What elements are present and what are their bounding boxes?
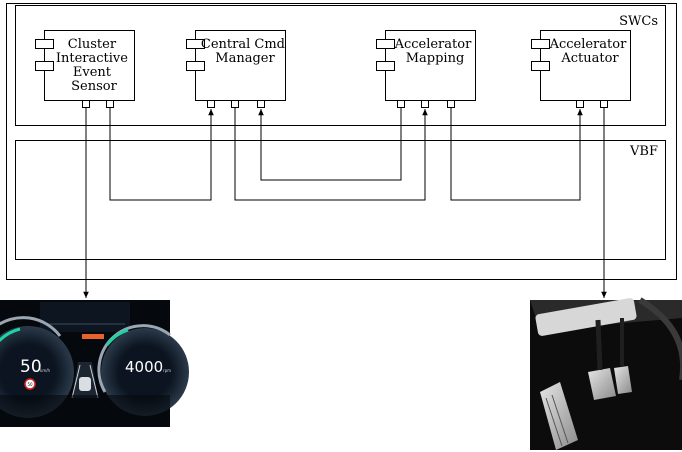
footwell-trim: [535, 298, 637, 336]
svg-text:Accelerator Mapping: Accelerator Mapping: [394, 37, 476, 66]
component-central-cmd-manager: Central Cmd Manager: [186, 30, 289, 108]
component-label-line: Interactive: [56, 51, 128, 66]
rpm-value: 4000: [125, 358, 163, 376]
connectors: [83, 108, 607, 298]
component-label-line: Accelerator: [394, 37, 473, 52]
component-icon-tab-top: [186, 39, 205, 49]
component-label-line: Cluster: [68, 37, 117, 52]
component-label-line: Manager: [215, 51, 275, 66]
component-label-line: Sensor: [71, 79, 117, 94]
port-accact-in-1: [576, 100, 584, 108]
speedometer-dial: 50 km/h 50: [0, 316, 74, 418]
port-cluster-out-1: [82, 100, 90, 108]
component-icon-tab-bottom: [531, 61, 550, 71]
component-label-line: Actuator: [560, 51, 619, 66]
component-label-line: Accelerator: [549, 37, 628, 52]
road-view: [71, 362, 99, 399]
connector-central-to-accmap: [234, 108, 428, 201]
accelerator-pedal-icon: [588, 368, 616, 400]
swcs-label: SWCs: [619, 14, 658, 29]
instrument-cluster-image: 50 km/h 50 4000 rpm: [0, 300, 189, 427]
port-accmap-out-2: [447, 100, 455, 108]
speed-arc-accent: [0, 327, 21, 343]
clutch-pedal-icon: [614, 366, 632, 394]
speed-unit: km/h: [40, 368, 51, 373]
component-icon-tab-top: [376, 39, 395, 49]
warning-indicator-icon: [82, 334, 104, 339]
component-accelerator-mapping: Accelerator Mapping: [376, 30, 476, 108]
svg-text:Cluster Interactive: Cluster Interactive Event Sensor: [56, 37, 132, 94]
component-icon-tab-top: [35, 39, 54, 49]
car-icon: [79, 377, 91, 391]
svg-text:Central Cmd Manager: Central Cmd Manager: [201, 37, 289, 66]
tachometer-dial: 4000 rpm: [97, 324, 189, 416]
component-label-line: Central Cmd: [201, 37, 285, 52]
rpm-arc-accent: [105, 328, 129, 346]
port-central-in-2: [257, 100, 265, 108]
component-icon-tab-bottom: [35, 61, 54, 71]
component-icon-tab-bottom: [376, 61, 395, 71]
component-icon-tab-top: [531, 39, 550, 49]
connector-accmap-to-accact: [450, 108, 583, 201]
port-central-in-1: [207, 100, 215, 108]
component-cluster-interactive-event-sensor: Cluster Interactive Event Sensor: [35, 30, 135, 108]
connector-accmap-to-central: [258, 108, 402, 181]
port-central-out-1: [231, 100, 239, 108]
speed-value: 50: [20, 357, 42, 377]
component-label-line: Mapping: [406, 51, 465, 66]
vbf-label: VBF: [629, 144, 658, 159]
svg-text:Accelerator Actuator: Accelerator Actuator: [549, 37, 631, 66]
speed-limit-value: 50: [27, 382, 33, 387]
port-accmap-out-1: [397, 100, 405, 108]
component-label-line: Event: [73, 65, 112, 80]
port-accmap-in-1: [421, 100, 429, 108]
component-accelerator-actuator: Accelerator Actuator: [531, 30, 631, 108]
port-cluster-out-2: [106, 100, 114, 108]
port-accact-out-1: [600, 100, 608, 108]
pedals-image: [530, 297, 682, 450]
component-icon-tab-bottom: [186, 61, 205, 71]
rpm-unit: rpm: [163, 368, 171, 373]
connector-cluster-to-central: [109, 108, 214, 201]
speed-limit-sign-icon: [24, 378, 36, 390]
